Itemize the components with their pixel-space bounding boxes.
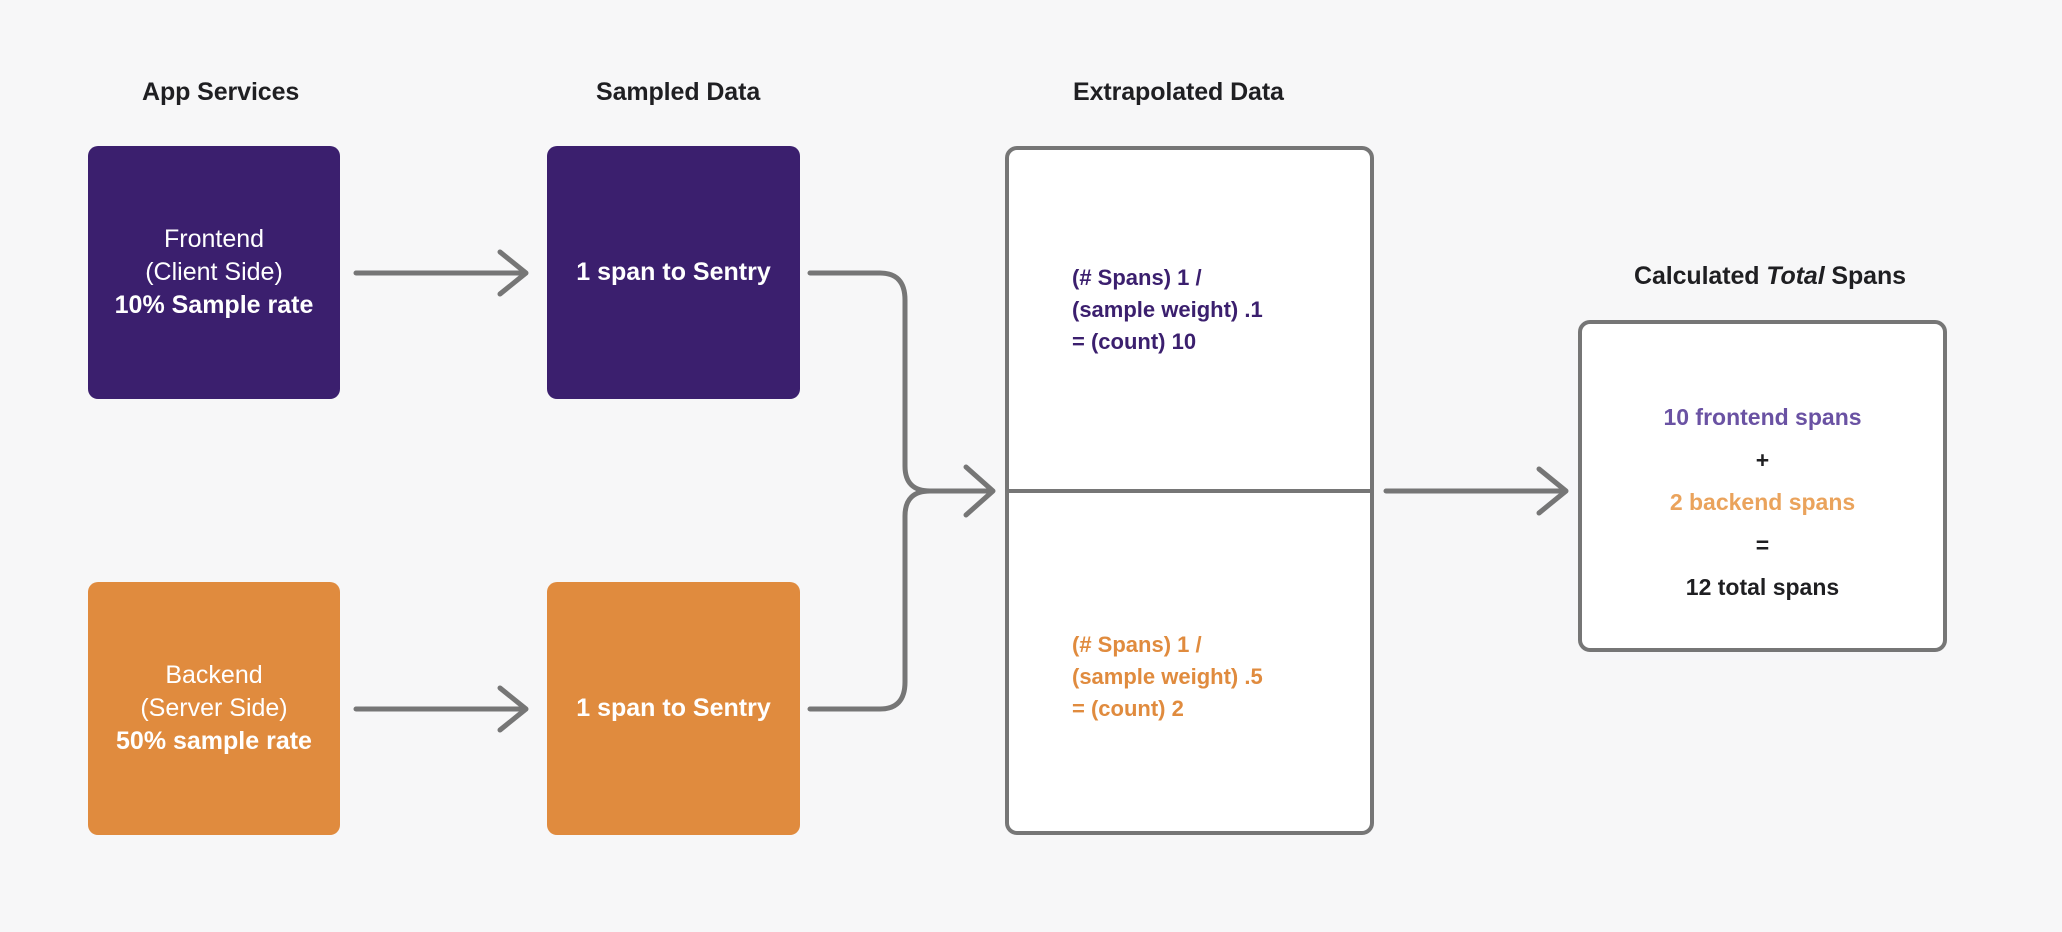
total-spans-summary: 10 frontend spans + 2 backend spans = 12… [1578, 396, 1947, 609]
sampled-frontend-label: 1 span to Sentry [576, 258, 771, 286]
extrapolation-formula-backend: (# Spans) 1 / (sample weight) .5 = (count)… [1072, 629, 1263, 725]
calculated-prefix: Calculated [1634, 262, 1767, 290]
total-equals-operator: = [1755, 531, 1770, 558]
arrow-backend-service-to-sampled [353, 685, 529, 733]
column-header-extrapolated-data: Extrapolated Data [1073, 78, 1284, 106]
backend-sample-rate: 50% sample rate [116, 727, 312, 755]
frontend-sample-rate: 10% Sample rate [114, 291, 314, 319]
sampled-box-frontend[interactable]: 1 span to Sentry [547, 146, 800, 399]
frontend-name: Frontend [163, 225, 265, 253]
merge-connector-to-extrapolated [807, 270, 996, 712]
backend-side: (Server Side) [140, 694, 288, 722]
backend-formula-line2: (sample weight) .5 [1072, 663, 1263, 689]
frontend-side: (Client Side) [145, 258, 283, 286]
sampled-backend-label: 1 span to Sentry [576, 694, 771, 722]
extrapolated-box-divider [1009, 489, 1370, 493]
arrow-frontend-service-to-sampled [353, 249, 529, 297]
calculated-emphasis: Total [1766, 262, 1825, 290]
backend-formula-line3: = (count) 2 [1072, 695, 1184, 721]
calculated-total-spans-box[interactable] [1578, 320, 1947, 652]
frontend-formula-line3: = (count) 10 [1072, 328, 1197, 354]
column-header-calculated-total-spans: Calculated Total Spans [1634, 262, 1906, 291]
total-frontend-spans: 10 frontend spans [1663, 404, 1862, 430]
total-backend-spans: 2 backend spans [1669, 489, 1856, 516]
sampled-box-backend[interactable]: 1 span to Sentry [547, 582, 800, 835]
total-plus-operator: + [1755, 446, 1770, 473]
frontend-formula-line2: (sample weight) .1 [1072, 296, 1263, 322]
service-box-frontend[interactable]: Frontend (Client Side) 10% Sample rate [88, 146, 340, 399]
backend-formula-line1: (# Spans) 1 / [1072, 632, 1202, 657]
service-box-backend[interactable]: Backend (Server Side) 50% sample rate [88, 582, 340, 835]
arrow-extrapolated-to-total [1383, 466, 1569, 516]
frontend-formula-line1: (# Spans) 1 / [1072, 265, 1202, 290]
calculated-suffix: Spans [1824, 262, 1906, 290]
extrapolation-formula-frontend: (# Spans) 1 / (sample weight) .1 = (count)… [1072, 262, 1263, 358]
column-header-app-services: App Services [142, 78, 300, 106]
total-spans-result: 12 total spans [1685, 574, 1840, 601]
backend-name: Backend [165, 661, 263, 689]
column-header-sampled-data: Sampled Data [596, 78, 761, 106]
